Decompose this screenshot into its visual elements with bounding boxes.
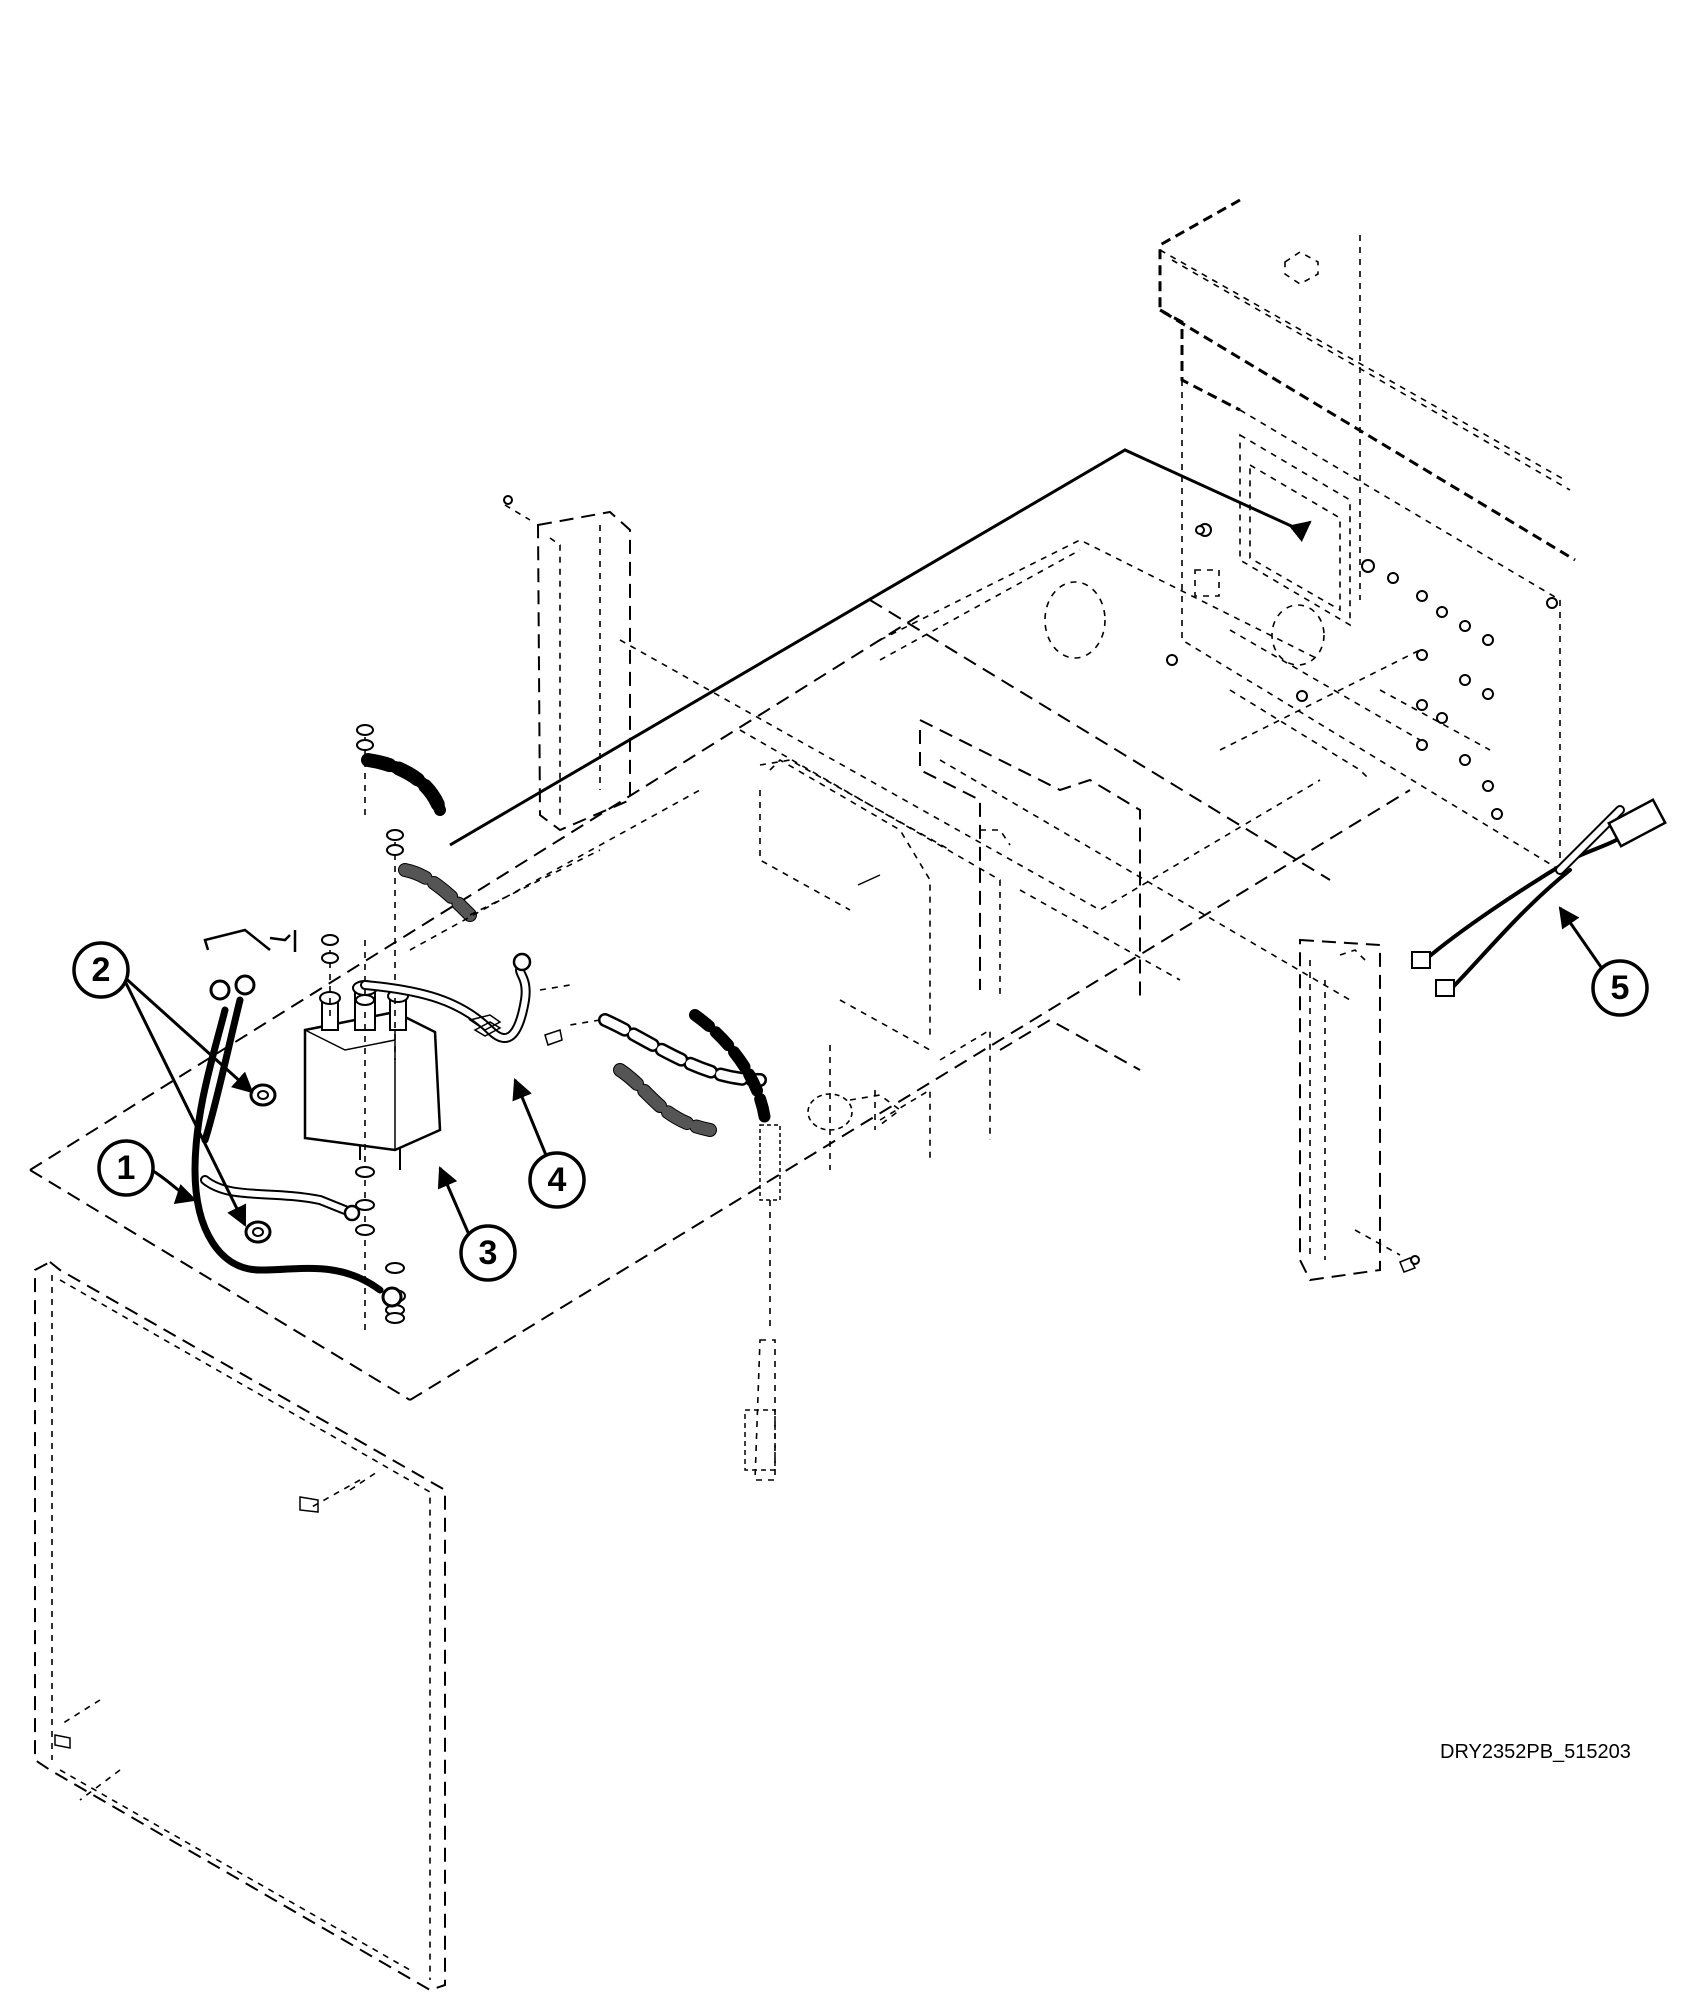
chassis-bracket xyxy=(759,719,1141,1170)
center-wire-leads xyxy=(569,1009,781,1481)
front-panel xyxy=(34,1260,446,1992)
callout-4: 4 xyxy=(528,1151,586,1209)
cable-clamp xyxy=(807,1090,902,1131)
assembly-leader-line xyxy=(449,448,1301,847)
callout-5: 5 xyxy=(1591,959,1649,1017)
base-frame xyxy=(29,539,1491,1401)
ground-cable xyxy=(191,928,403,1308)
y-harness xyxy=(1411,798,1667,997)
upper-wire-leads xyxy=(361,753,701,951)
callout-4-label: 4 xyxy=(548,1161,567,1199)
line-filter-component xyxy=(303,980,442,1170)
callout-1-label: 1 xyxy=(117,1149,136,1187)
callout-2: 2 xyxy=(72,941,130,999)
callout-2-label: 2 xyxy=(92,951,111,989)
right-end-plate xyxy=(1299,938,1420,1282)
callout-3-label: 3 xyxy=(479,1234,498,1272)
callout-1: 1 xyxy=(97,1139,155,1197)
rear-panel-features xyxy=(1044,251,1558,820)
bushings xyxy=(200,1083,361,1244)
assembly-leader-arrow xyxy=(1288,520,1312,543)
callout-3: 3 xyxy=(459,1224,517,1282)
cabinet-outline xyxy=(1158,198,1576,871)
fasteners xyxy=(473,874,1417,1273)
side-panel-left xyxy=(503,495,631,832)
drawing-id: DRY2352PB_515203 xyxy=(1440,1741,1631,1763)
callout-5-label: 5 xyxy=(1611,969,1630,1007)
